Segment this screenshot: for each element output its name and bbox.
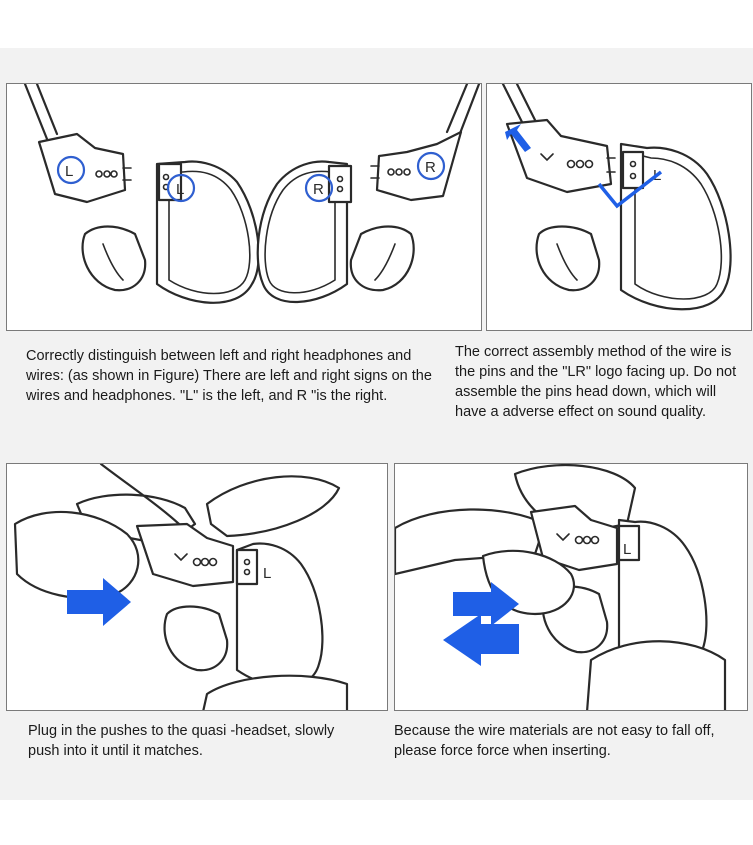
right-wire-marker-circle [416,151,446,181]
earphone-label: L [623,541,631,558]
right-earphone-label: R [313,181,324,198]
caption-force-insert-text: Because the wire materials are not easy … [394,723,715,759]
arrow-up-left-icon [505,124,531,152]
panel-force-insert: L [394,463,748,711]
caption-plug-in-text: Plug in the pushes to the quasi -headset… [28,723,335,759]
right-wire-label: R [425,159,436,176]
earphone-shell [619,142,732,311]
assembly-illustration: L [501,84,732,311]
right-earphone-shell [256,160,349,304]
left-earphone-marker-circle [166,173,196,203]
caption-left-right-text: Correctly distinguish between left and r… [26,348,432,404]
caption-plug-in: Plug in the pushes to the quasi -headset… [28,721,368,761]
left-wire-marker-circle [56,155,86,185]
force-insert-illustration: L [395,464,727,710]
left-cable-connector [37,132,127,204]
panel-correct-assembly: L [486,83,752,331]
left-earphone-label: L [176,181,184,198]
right-earphone-marker-circle [304,173,334,203]
left-wire-label: L [65,163,73,180]
arrow-right-icon [67,578,131,626]
earphones-lr-illustration: L L R R [23,84,481,304]
caption-assembly-text: The correct assembly method of the wire … [455,344,737,420]
plug-in-illustration: L [13,464,349,710]
left-finger [13,510,140,600]
panel-plug-in: L [6,463,388,711]
ear-tip [535,225,601,292]
cable-connector [505,118,613,194]
bottom-finger [202,674,349,710]
double-arrow-left-icon [443,614,519,666]
checkmark-icon [597,170,663,209]
caption-left-right: Correctly distinguish between left and r… [26,346,446,406]
caption-force-insert: Because the wire materials are not easy … [394,721,750,761]
panel-left-right-identification: L L R R [6,83,482,331]
earphone-label: L [263,565,271,582]
caption-assembly: The correct assembly method of the wire … [455,342,751,422]
bottom-finger [586,640,727,710]
ear-tip [163,605,229,672]
right-ear-tip [349,225,415,292]
double-arrow-right-icon [453,582,519,626]
left-ear-tip [81,225,147,292]
